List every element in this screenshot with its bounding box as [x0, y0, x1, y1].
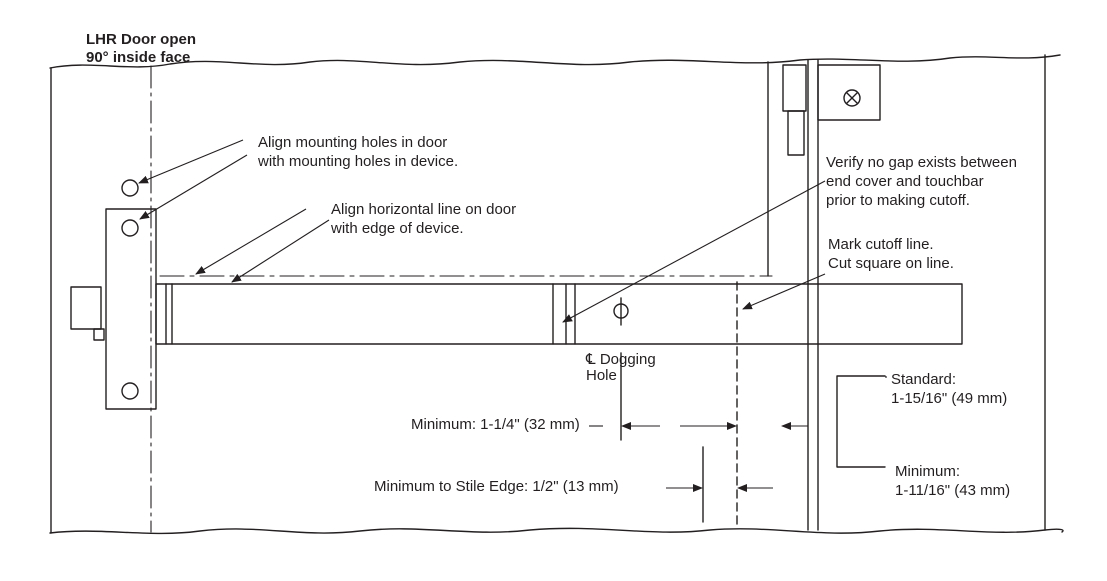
hinge-leaf [817, 64, 881, 121]
callout-align-holes-line-2: with mounting holes in device. [258, 153, 459, 170]
callout-align-holes: Align mounting holes in door with mounti… [258, 133, 458, 171]
callout-align-line-line-1: Align horizontal line on door [331, 201, 517, 218]
callout-mark-cutoff: Mark cutoff line. Cut square on line. [828, 235, 954, 273]
callout-verify-gap-line-2: end cover and touchbar [826, 173, 984, 190]
hinge-screw-icon [843, 89, 861, 107]
latch-bolt [70, 286, 102, 330]
hinge-plate [782, 64, 807, 112]
leader-align-line-1 [195, 208, 307, 275]
diagram-title-line-1: LHR Door open [86, 31, 196, 48]
leader-align-holes-2 [139, 154, 248, 220]
dimension-minimum-stile: Minimum: 1-11/16" (43 mm) [895, 462, 1010, 500]
leader-align-holes-1 [138, 139, 244, 184]
stile-dimension-bracket [836, 375, 886, 468]
centerline-symbol-icon: ℄ [586, 351, 596, 368]
dimension-minimum-stile-line-2: 1-11/16" (43 mm) [895, 482, 1011, 499]
callout-verify-gap-line-3: prior to making cutoff. [826, 192, 970, 209]
callout-mark-cutoff-line-1: Mark cutoff line. [828, 236, 934, 253]
leader-mark-cutoff [742, 273, 826, 310]
diagram-title: LHR Door open 90° inside face [86, 31, 196, 67]
door-mounting-hole [121, 179, 139, 197]
dimension-stile-edge: Minimum to Stile Edge: 1/2" (13 mm) [374, 478, 619, 495]
dimension-standard: Standard: 1-15/16" (49 mm) [891, 370, 1007, 408]
device-rail [155, 283, 963, 345]
callout-dogging-hole-line-1: Dogging [599, 351, 656, 368]
callout-dogging-hole-line-2: Hole [586, 367, 617, 384]
door-top-break-line [49, 54, 1061, 69]
callout-align-line: Align horizontal line on door with edge … [331, 200, 516, 238]
latch-tail [93, 328, 105, 341]
dimension-standard-line-2: 1-15/16" (49 mm) [891, 390, 1008, 407]
callout-align-holes-line-1: Align mounting holes in door [258, 134, 448, 151]
callout-verify-gap-line-1: Verify no gap exists between [826, 154, 1017, 171]
leader-align-line-2 [231, 219, 330, 283]
dimension-minimum: Minimum: 1-1/4" (32 mm) [411, 416, 580, 433]
callout-dogging-hole: ℄ Dogging Hole [586, 352, 656, 384]
bracket-hole-upper [121, 219, 139, 237]
callout-mark-cutoff-line-2: Cut square on line. [828, 255, 954, 272]
leader-verify-gap [562, 180, 826, 323]
dimension-minimum-stile-line-1: Minimum: [895, 463, 961, 480]
door-bottom-break-line [49, 527, 1064, 535]
diagram-title-line-2: 90° inside face [86, 49, 191, 66]
callout-verify-gap: Verify no gap exists between end cover a… [826, 153, 1017, 210]
callout-align-line-line-2: with edge of device. [331, 220, 464, 237]
mounting-bracket [105, 208, 157, 410]
hinge-knuckle [787, 110, 805, 156]
dimension-standard-line-1: Standard: [891, 371, 957, 388]
bracket-hole-lower [121, 382, 139, 400]
